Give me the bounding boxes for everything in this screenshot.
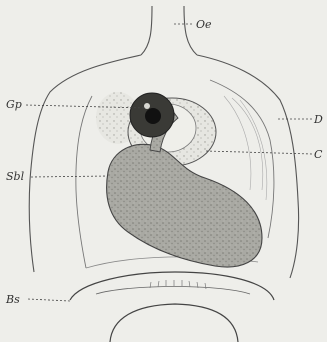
oesophagus (141, 6, 197, 55)
label-bs: Bs (5, 293, 20, 306)
leader-sbl (31, 176, 108, 177)
bs-hairs (150, 280, 206, 289)
label-oe: Oe (196, 18, 212, 31)
leader-bs (28, 299, 70, 301)
label-d: D (313, 113, 323, 126)
label-sbl: Sbl (6, 170, 25, 183)
leader-c (206, 151, 312, 154)
gp-highlight (145, 108, 161, 124)
fibre-streaks (224, 96, 267, 200)
label-gp: Gp (6, 98, 22, 111)
label-c: C (314, 148, 323, 161)
bs-outer (70, 272, 274, 300)
bs-inner (110, 304, 238, 342)
bs-ridge (96, 287, 250, 295)
gp-speck (144, 103, 150, 109)
inner-membrane (76, 96, 92, 268)
